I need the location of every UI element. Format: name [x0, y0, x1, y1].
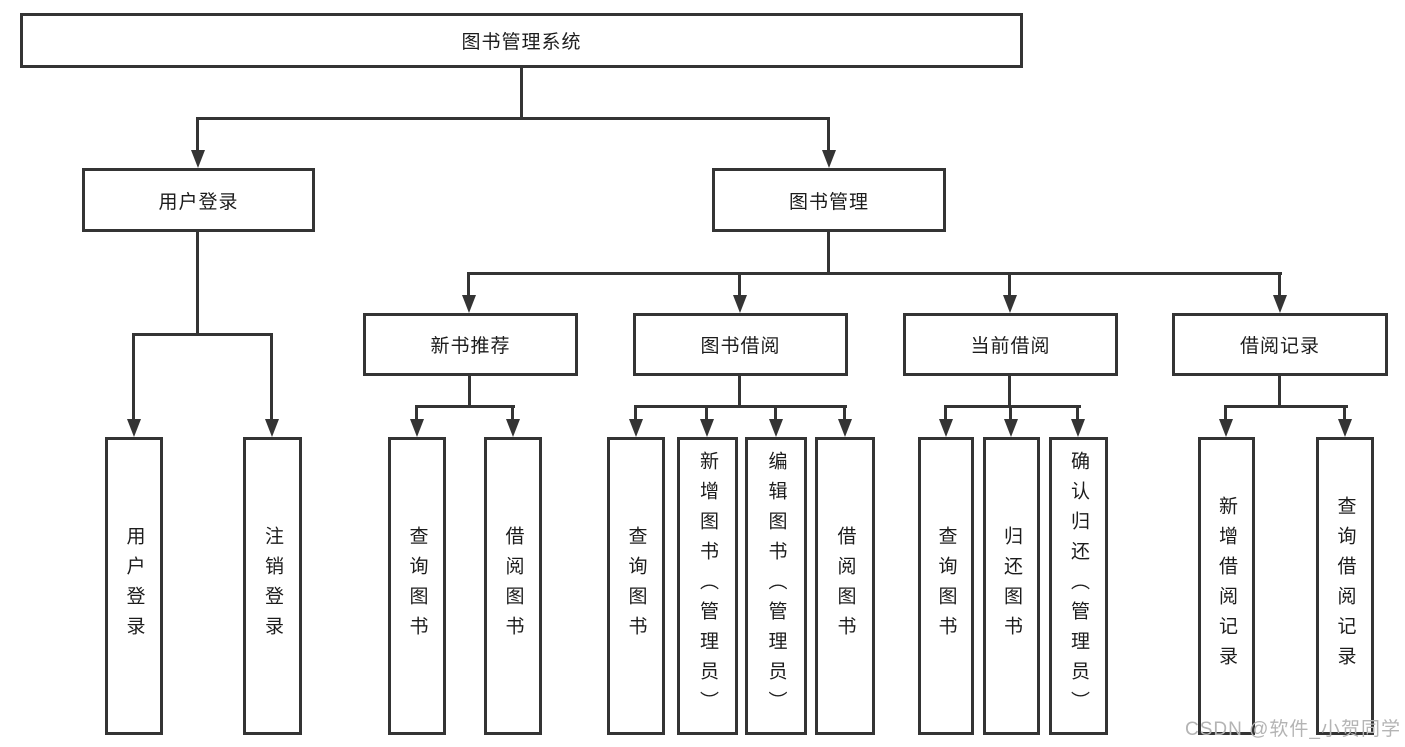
- node-label: 图书管理系统: [461, 32, 582, 53]
- connector-distributor: [944, 405, 1081, 408]
- arrowhead-down-icon: [700, 419, 714, 437]
- leaf-query-borrow-record: 查询借阅记录: [1316, 437, 1374, 735]
- arrowhead-down-icon: [1273, 295, 1287, 313]
- arrowhead-down-icon: [265, 419, 279, 437]
- connector-distributor: [415, 405, 515, 408]
- connector-drop: [511, 405, 514, 422]
- connector-stem: [468, 376, 471, 408]
- connector-distributor: [1224, 405, 1348, 408]
- node-book-management: 图书管理: [712, 168, 946, 232]
- connector-distributor: [634, 405, 847, 408]
- connector-stem: [1278, 376, 1281, 408]
- leaf-query-books-recommend: 查询图书: [388, 437, 446, 735]
- connector-stem: [827, 232, 830, 275]
- connector-distributor: [467, 272, 1282, 275]
- leaf-query-books-current: 查询图书: [918, 437, 974, 735]
- leaf-label: 借阅图书: [502, 526, 524, 646]
- arrowhead-down-icon: [838, 419, 852, 437]
- arrowhead-down-icon: [1004, 419, 1018, 437]
- connector-drop: [738, 272, 741, 298]
- leaf-query-books-borrow: 查询图书: [607, 437, 665, 735]
- connector-drop: [467, 272, 470, 298]
- node-label: 图书借阅: [700, 336, 781, 357]
- connector-drop: [944, 405, 947, 422]
- connector-drop: [1076, 405, 1079, 422]
- connector-drop: [634, 405, 637, 422]
- arrowhead-down-icon: [733, 295, 747, 313]
- leaf-label: 归还图书: [1001, 526, 1022, 646]
- arrowhead-down-icon: [191, 150, 205, 168]
- node-label: 图书管理: [788, 191, 869, 213]
- leaf-label: 借阅图书: [834, 526, 856, 646]
- arrowhead-down-icon: [127, 419, 141, 437]
- arrowhead-down-icon: [506, 419, 520, 437]
- leaf-label: 编辑图书（管理员）: [765, 451, 787, 721]
- connector-drop: [132, 333, 135, 421]
- connector-root-distributor: [196, 117, 830, 120]
- node-user-login: 用户登录: [82, 168, 315, 232]
- leaf-edit-books-admin: 编辑图书（管理员）: [745, 437, 807, 735]
- connector-drop: [1009, 405, 1012, 422]
- node-current-borrowing: 当前借阅: [903, 313, 1118, 376]
- connector-drop: [843, 405, 846, 422]
- leaf-label: 查询图书: [935, 526, 957, 646]
- node-label: 用户登录: [158, 191, 239, 213]
- connector-stem: [738, 376, 741, 408]
- arrowhead-down-icon: [822, 150, 836, 168]
- arrowhead-down-icon: [462, 295, 476, 313]
- node-label: 新书推荐: [430, 336, 511, 357]
- leaf-return-books: 归还图书: [983, 437, 1040, 735]
- node-label: 当前借阅: [970, 336, 1051, 357]
- node-label: 借阅记录: [1239, 336, 1320, 357]
- connector-drop: [1278, 272, 1281, 298]
- node-new-book-recommend: 新书推荐: [363, 313, 578, 376]
- arrowhead-down-icon: [769, 419, 783, 437]
- leaf-label: 确认归还（管理员）: [1068, 451, 1089, 721]
- leaf-label: 新增图书（管理员）: [697, 451, 718, 721]
- leaf-label: 查询图书: [406, 526, 428, 646]
- leaf-borrow-books-recommend: 借阅图书: [484, 437, 542, 735]
- connector-root-stem: [520, 68, 523, 120]
- connector-drop: [415, 405, 418, 422]
- connector-stem: [196, 232, 199, 336]
- connector-drop: [270, 333, 273, 421]
- connector-drop: [1224, 405, 1227, 422]
- leaf-add-borrow-record: 新增借阅记录: [1198, 437, 1255, 735]
- arrowhead-down-icon: [1071, 419, 1085, 437]
- connector-drop: [1008, 272, 1011, 298]
- leaf-confirm-return-admin: 确认归还（管理员）: [1049, 437, 1108, 735]
- arrowhead-down-icon: [1003, 295, 1017, 313]
- leaf-label: 查询借阅记录: [1334, 496, 1356, 676]
- arrowhead-down-icon: [1338, 419, 1352, 437]
- node-book-borrowing: 图书借阅: [633, 313, 848, 376]
- connector-drop: [705, 405, 708, 422]
- connector-drop: [827, 117, 830, 152]
- leaf-add-books-admin: 新增图书（管理员）: [677, 437, 738, 735]
- connector-drop: [1343, 405, 1346, 422]
- connector-drop: [196, 117, 199, 152]
- leaf-logout: 注销登录: [243, 437, 302, 735]
- arrowhead-down-icon: [629, 419, 643, 437]
- leaf-borrow-books: 借阅图书: [815, 437, 875, 735]
- leaf-user-login: 用户登录: [105, 437, 163, 735]
- connector-stem: [1008, 376, 1011, 408]
- arrowhead-down-icon: [1219, 419, 1233, 437]
- arrowhead-down-icon: [410, 419, 424, 437]
- leaf-label: 注销登录: [262, 526, 283, 646]
- leaf-label: 新增借阅记录: [1216, 496, 1237, 676]
- csdn-watermark: CSDN @软件_小贺同学: [1185, 719, 1401, 740]
- connector-drop: [774, 405, 777, 422]
- leaf-label: 用户登录: [123, 526, 145, 646]
- node-library-management-system: 图书管理系统: [20, 13, 1023, 68]
- leaf-label: 查询图书: [625, 526, 647, 646]
- node-borrowing-records: 借阅记录: [1172, 313, 1388, 376]
- arrowhead-down-icon: [939, 419, 953, 437]
- connector-distributor: [132, 333, 273, 336]
